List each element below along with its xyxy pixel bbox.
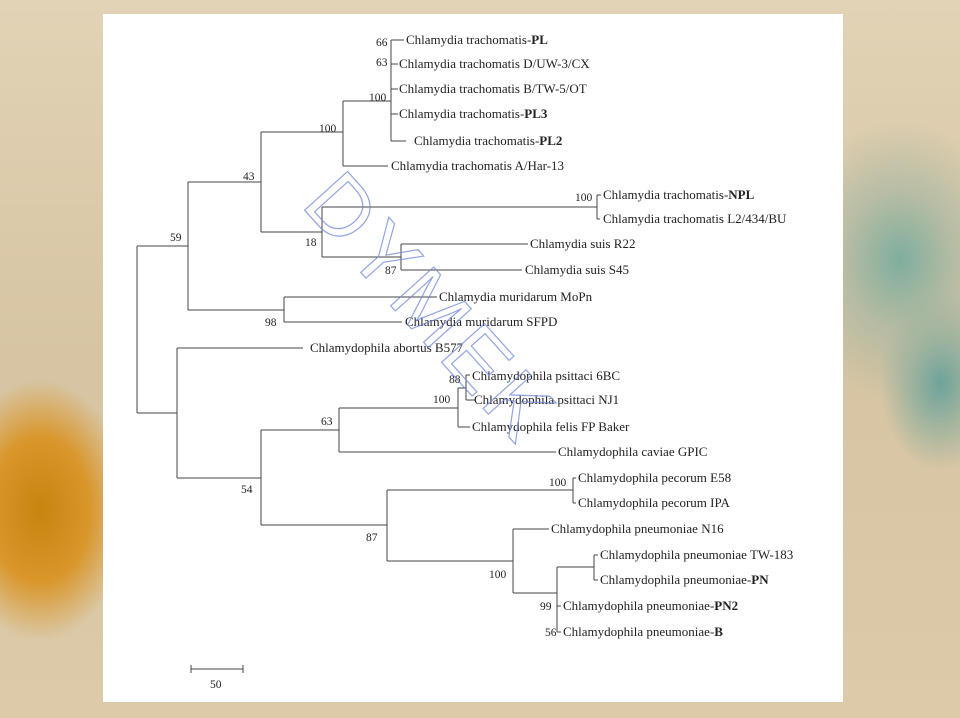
leaf-label: Chlamydia trachomatis D/UW-3/CX bbox=[399, 56, 590, 71]
leaf-label: Chlamydia suis S45 bbox=[525, 262, 629, 277]
branch bbox=[136, 245, 188, 414]
leaf-label: Chlamydia trachomatis B/TW-5/OT bbox=[399, 81, 587, 96]
leaf-label: Chlamydia trachomatis-PL2 bbox=[414, 133, 562, 148]
branch bbox=[176, 347, 303, 479]
branch bbox=[593, 554, 598, 581]
bootstrap-value: 63 bbox=[376, 57, 388, 69]
leaf-label: Chlamydia muridarum MoPn bbox=[439, 289, 593, 304]
bootstrap-value: 100 bbox=[319, 123, 337, 135]
leaf-label: Chlamydophila psittaci NJ1 bbox=[474, 392, 619, 407]
branch bbox=[187, 181, 284, 311]
bootstrap-value: 54 bbox=[241, 484, 253, 496]
branch bbox=[390, 39, 404, 115]
bootstrap-value: 43 bbox=[243, 171, 255, 183]
branch bbox=[556, 605, 561, 633]
bootstrap-value: 100 bbox=[575, 192, 593, 204]
leaf-label: Chlamydia trachomatis-PL bbox=[406, 32, 548, 47]
bootstrap-value: 56 bbox=[545, 627, 557, 639]
branch bbox=[342, 100, 391, 167]
leaf-label: Chlamydophila pneumoniae-B bbox=[563, 624, 723, 639]
bootstrap-value: 100 bbox=[489, 569, 507, 581]
branch bbox=[596, 194, 601, 220]
leaf-label: Chlamydophila felis FP Baker bbox=[472, 419, 630, 434]
leaf-label: Chlamydophila pneumoniae-PN2 bbox=[563, 598, 738, 613]
leaf-label: Chlamydia trachomatis-NPL bbox=[603, 187, 755, 202]
bootstrap-value: 99 bbox=[540, 601, 552, 613]
bootstrap-value: 66 bbox=[376, 37, 388, 49]
branch bbox=[260, 429, 387, 526]
leaf-label: Chlamydophila pecorum IPA bbox=[578, 495, 731, 510]
bootstrap-value: 100 bbox=[433, 394, 451, 406]
branch bbox=[386, 490, 513, 562]
bootstrap-value: 100 bbox=[549, 477, 567, 489]
bootstrap-value: 59 bbox=[170, 232, 182, 244]
bootstrap-value: 63 bbox=[321, 416, 333, 428]
bootstrap-value: 88 bbox=[449, 374, 461, 386]
leaf-label: Chlamydophila pneumoniae-PN bbox=[600, 572, 769, 587]
branch bbox=[512, 528, 557, 594]
leaf-label: Chlamydia trachomatis-PL3 bbox=[399, 106, 548, 121]
leaf-label: Chlamydophila psittaci 6BC bbox=[472, 368, 620, 383]
scale-bar bbox=[190, 665, 244, 673]
leaf-label: Chlamydophila pecorum E58 bbox=[578, 470, 731, 485]
phylogenetic-tree-panel bbox=[103, 14, 843, 702]
bootstrap-value: 100 bbox=[369, 92, 387, 104]
leaf-label: Chlamydophila pneumoniae TW-183 bbox=[600, 547, 793, 562]
scale-bar-label: 50 bbox=[210, 679, 222, 691]
leaf-label: Chlamydophila abortus B577 bbox=[310, 340, 464, 355]
leaf-label: Chlamydia suis R22 bbox=[530, 236, 635, 251]
bootstrap-value: 98 bbox=[265, 317, 277, 329]
bootstrap-value: 87 bbox=[385, 265, 397, 277]
leaf-label: Chlamydia muridarum SFPD bbox=[405, 314, 557, 329]
leaf-label: Chlamydophila caviae GPIC bbox=[558, 444, 707, 459]
branch bbox=[572, 477, 576, 504]
branch bbox=[390, 78, 406, 142]
leaf-label: Chlamydia trachomatis L2/434/BU bbox=[603, 211, 787, 226]
leaf-label: Chlamydophila pneumoniae N16 bbox=[551, 521, 724, 536]
leaf-label: Chlamydia trachomatis A/Har-13 bbox=[391, 158, 564, 173]
bootstrap-value: 87 bbox=[366, 532, 378, 544]
bootstrap-value: 18 bbox=[305, 237, 317, 249]
